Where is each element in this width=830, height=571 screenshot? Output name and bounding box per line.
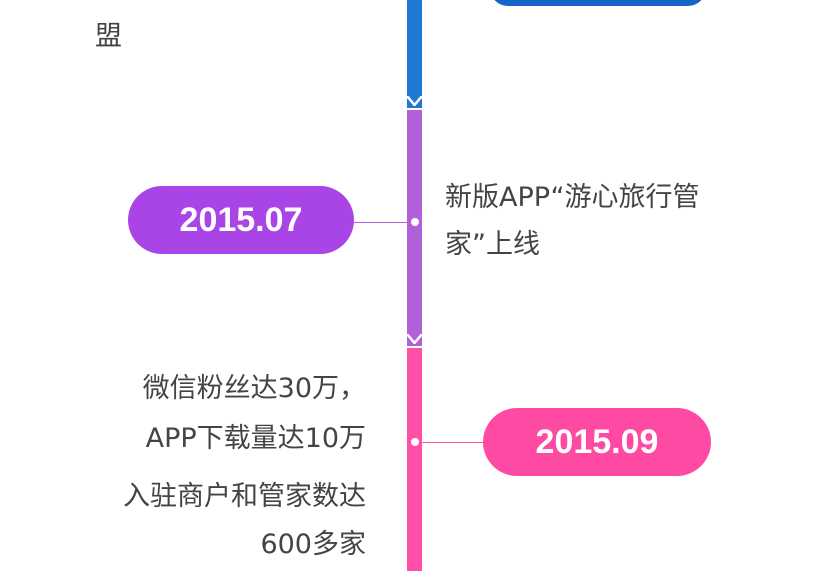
timeline-segment-purple: [407, 110, 422, 346]
chevron-down-icon: [407, 334, 422, 344]
date-pill: 2015.09: [483, 408, 711, 476]
timeline-node: [411, 218, 419, 226]
timeline-node: [411, 438, 419, 446]
connector-line: [419, 442, 487, 443]
event-description-line: 入驻商户和管家数达: [123, 481, 366, 512]
event-description-line: 新版APP“游心旅行管: [445, 182, 700, 213]
event-description-line: 微信粉丝达30万，: [142, 373, 366, 404]
date-pill: 2015.07: [128, 186, 354, 254]
event-description-line: 600多家: [260, 529, 366, 560]
timeline-segment-blue: [407, 0, 422, 108]
connector-line: [353, 222, 411, 223]
date-pill-previous: [490, 0, 706, 6]
chevron-down-icon: [407, 96, 422, 106]
event-description-line: APP下载量达10万: [145, 423, 366, 454]
event-text-fragment: 盟: [95, 21, 122, 52]
timeline-segment-pink: [407, 348, 422, 571]
event-description-line: 家”上线: [445, 229, 540, 260]
